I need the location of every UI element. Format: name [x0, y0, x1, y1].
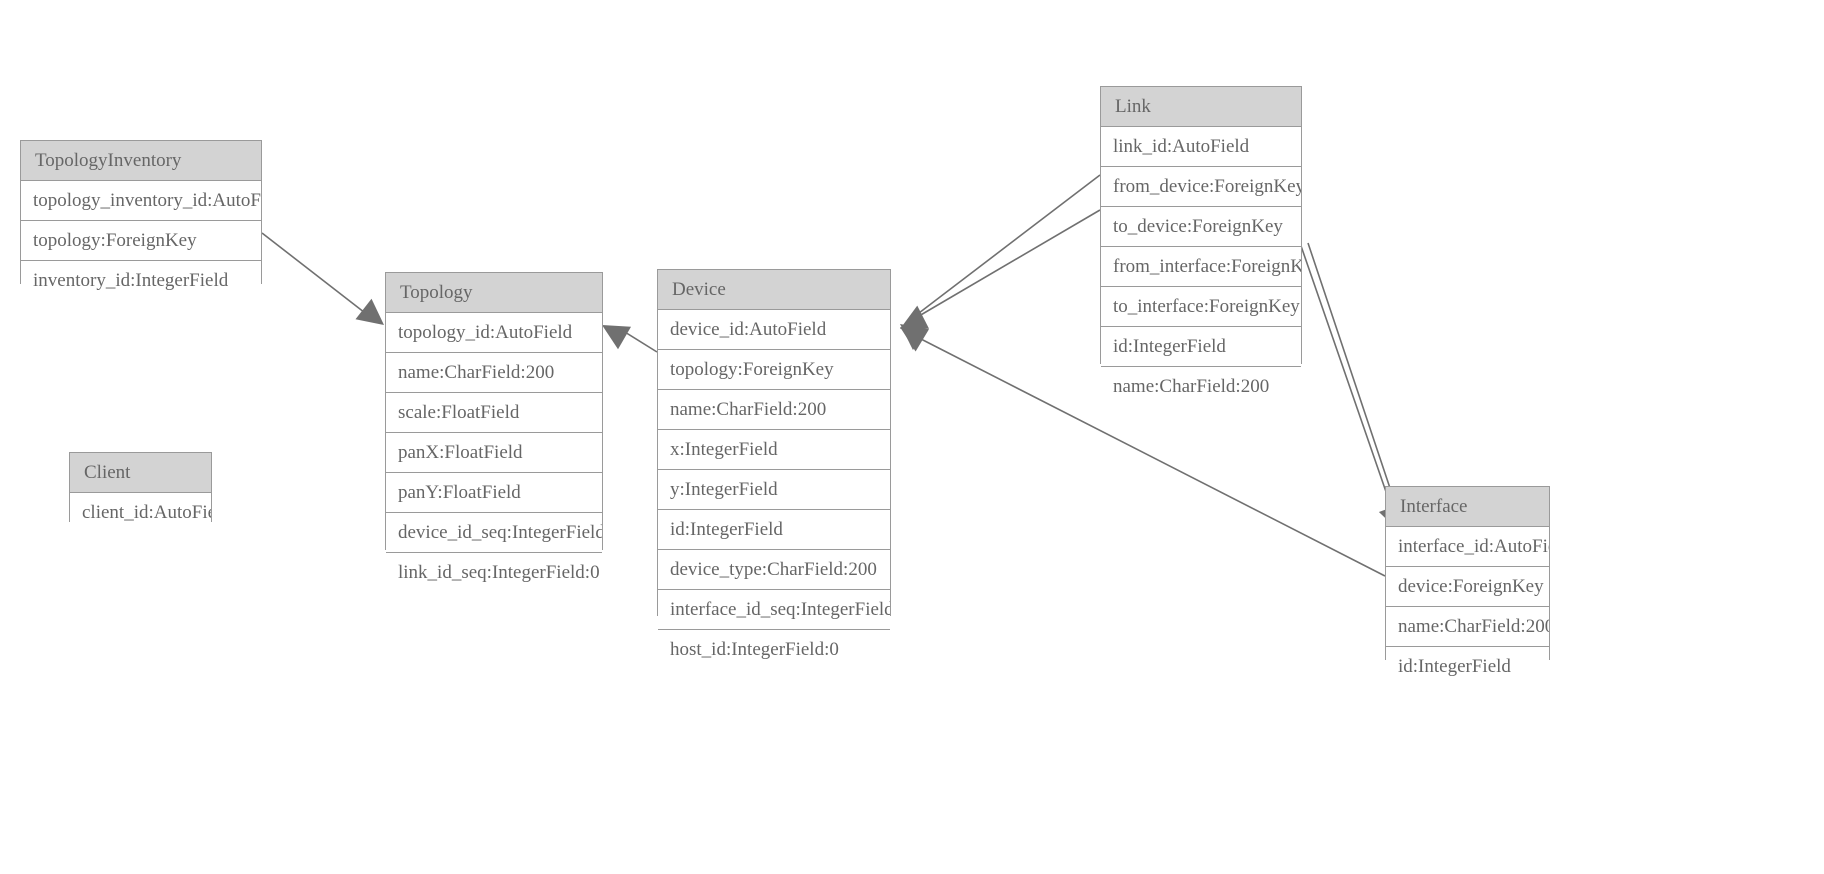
relationship-line-device-topology: [619, 328, 658, 353]
entity-field: name:CharField:200: [658, 390, 890, 430]
entity-field: client_id:AutoField: [70, 493, 211, 533]
entity-field: topology:ForeignKey: [21, 221, 261, 261]
entity-title-interface: Interface: [1386, 487, 1549, 527]
entity-field: from_interface:ForeignKey: [1101, 247, 1301, 287]
entity-field: to_interface:ForeignKey: [1101, 287, 1301, 327]
entity-field: id:IntegerField: [1386, 647, 1549, 687]
entity-field: x:IntegerField: [658, 430, 890, 470]
entity-box-interface[interactable]: Interfaceinterface_id:AutoFielddevice:Fo…: [1385, 486, 1550, 687]
entity-field: to_device:ForeignKey: [1101, 207, 1301, 247]
entity-title-topologyinventory: TopologyInventory: [21, 141, 261, 181]
entity-field: link_id:AutoField: [1101, 127, 1301, 167]
relationship-line-link-from-device: [918, 174, 1101, 314]
entity-field: panY:FloatField: [386, 473, 602, 513]
entity-title-device: Device: [658, 270, 890, 310]
relationship-arrowhead-link-to-device: [900, 327, 929, 352]
relationship-line-link-to-device: [918, 209, 1101, 317]
relationship-line-link-to-interface: [1307, 242, 1399, 513]
entity-field: device_id_seq:IntegerField:0: [386, 513, 602, 553]
entity-field: name:CharField:200: [386, 353, 602, 393]
entity-title-topology: Topology: [386, 273, 602, 313]
entity-field: interface_id_seq:IntegerField:0: [658, 590, 890, 630]
entity-field: y:IntegerField: [658, 470, 890, 510]
entity-field: topology_inventory_id:AutoField: [21, 181, 261, 221]
entity-field: device_id:AutoField: [658, 310, 890, 350]
entity-field: name:CharField:200: [1386, 607, 1549, 647]
entity-title-link: Link: [1101, 87, 1301, 127]
relationship-line-topologyinventory-topology: [261, 232, 370, 317]
entity-field: topology_id:AutoField: [386, 313, 602, 353]
entity-field: link_id_seq:IntegerField:0: [386, 553, 602, 593]
entity-field: from_device:ForeignKey: [1101, 167, 1301, 207]
relationship-arrowhead-interface-device: [900, 305, 930, 329]
entity-field: inventory_id:IntegerField: [21, 261, 261, 301]
entity-field: panX:FloatField: [386, 433, 602, 473]
entity-field: host_id:IntegerField:0: [658, 630, 890, 670]
entity-field: interface_id:AutoField: [1386, 527, 1549, 567]
entity-field: device_type:CharField:200: [658, 550, 890, 590]
entity-field: scale:FloatField: [386, 393, 602, 433]
entity-field: device:ForeignKey: [1386, 567, 1549, 607]
entity-field: topology:ForeignKey: [658, 350, 890, 390]
entity-field: id:IntegerField: [658, 510, 890, 550]
entity-title-client: Client: [70, 453, 211, 493]
relationship-arrowhead-link-from-device: [900, 324, 929, 351]
entity-field: name:CharField:200: [1101, 367, 1301, 407]
entity-field: id:IntegerField: [1101, 327, 1301, 367]
relationship-line-link-from-interface: [1299, 242, 1394, 513]
